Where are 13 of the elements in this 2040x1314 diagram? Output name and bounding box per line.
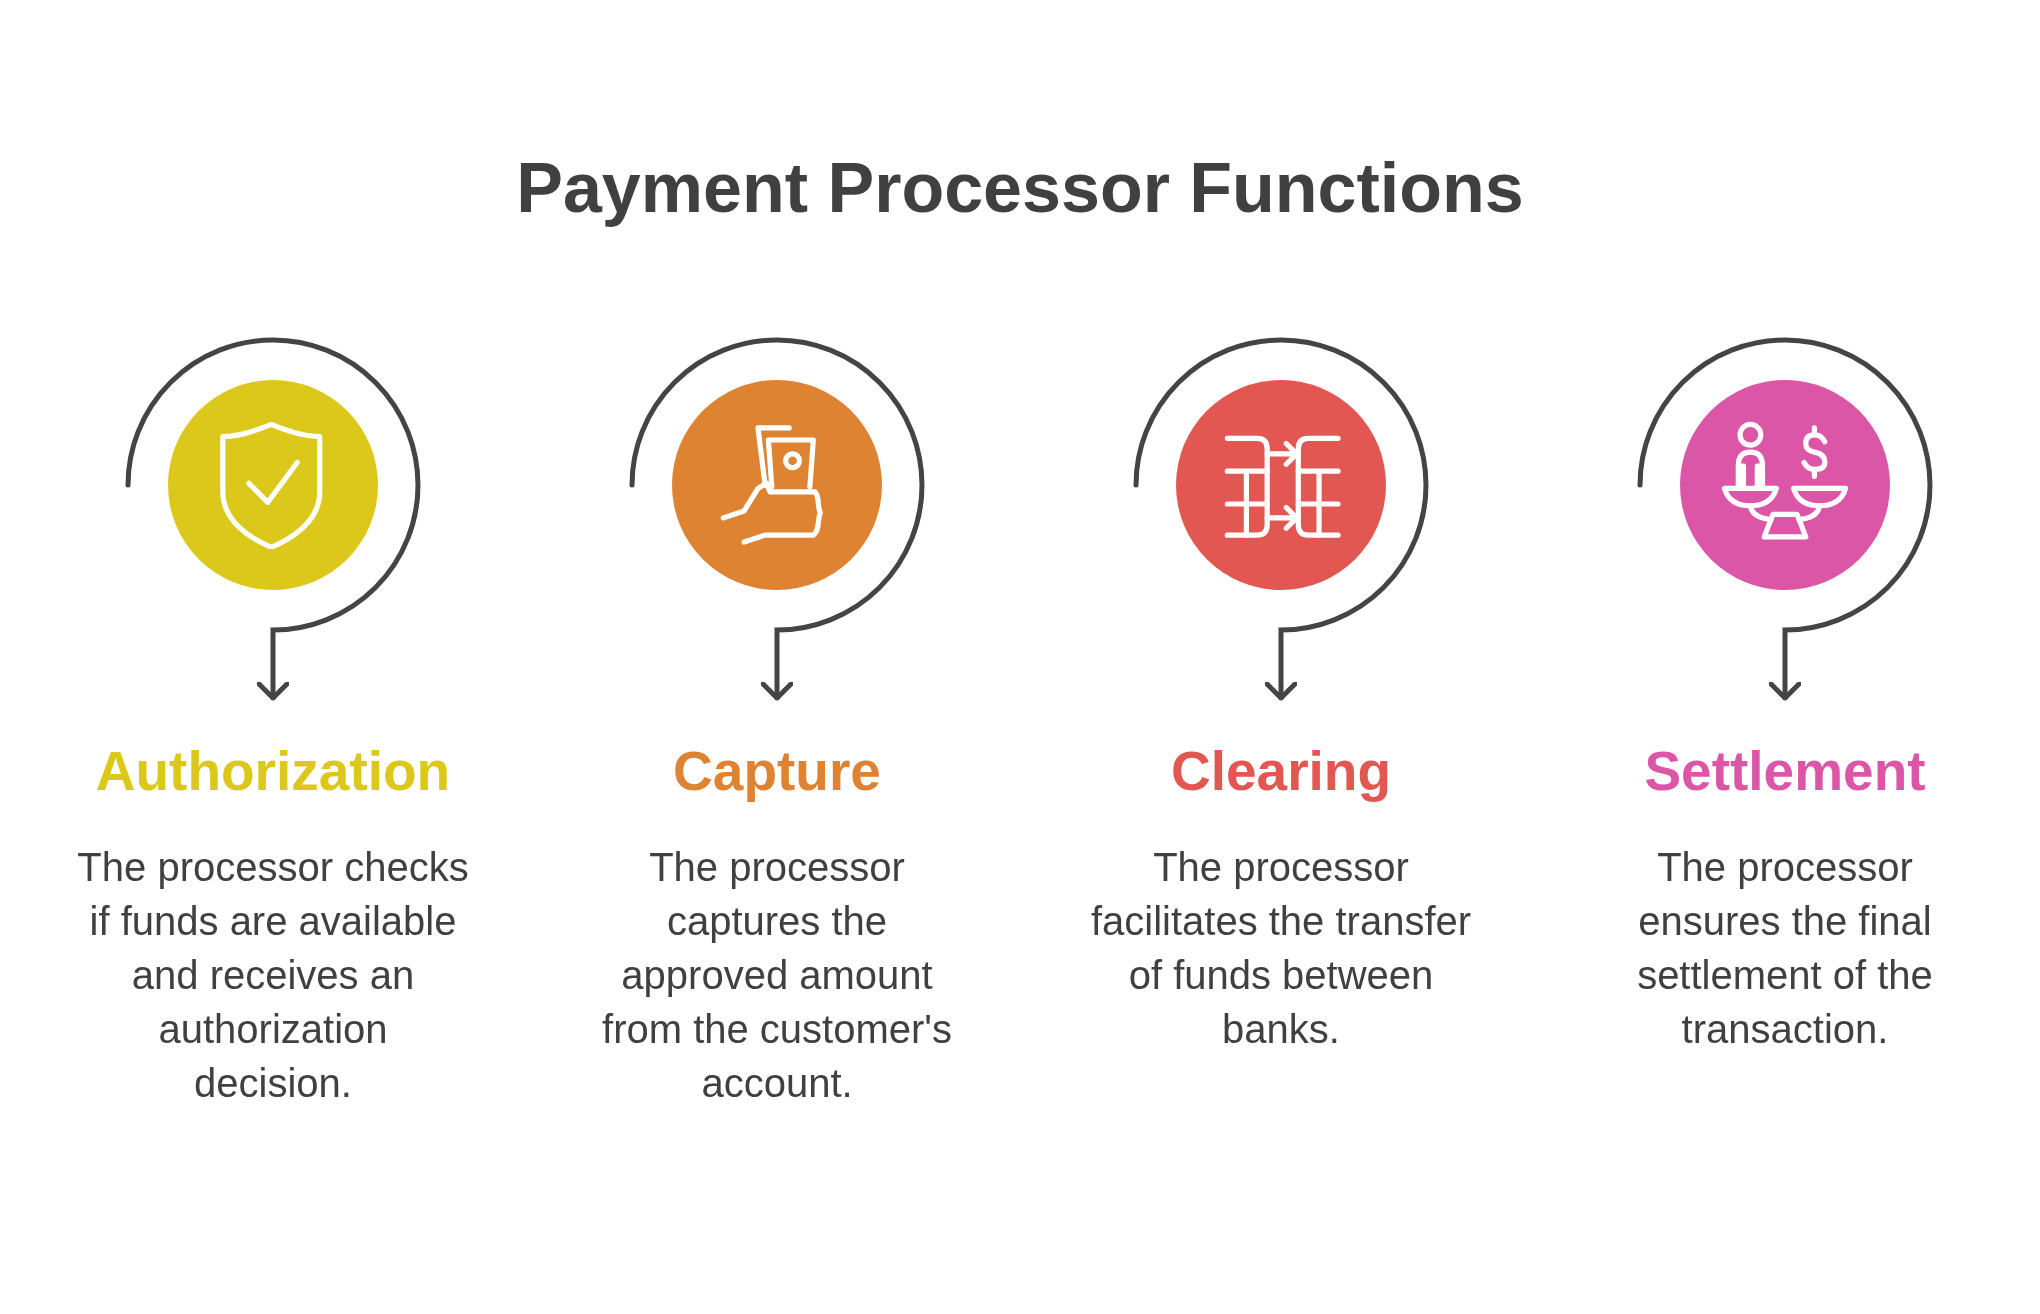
step-description: The processor ensures the final settlement of the transaction. — [1636, 844, 1934, 1053]
step-heading: Authorization — [95, 739, 451, 804]
step-heading: Settlement — [1644, 739, 1926, 804]
curved-arrow — [1133, 337, 1429, 701]
step-heading: Capture — [673, 739, 881, 804]
curved-arrow — [629, 337, 925, 701]
curved-arrow — [1637, 337, 1933, 701]
step-description: The processor facilitates the transfer of funds between banks. — [1089, 844, 1473, 1053]
step-description: The processor checks if funds are available and receives an authorization decision. — [76, 844, 470, 1107]
curved-arrow — [125, 337, 421, 701]
step-heading: Clearing — [1170, 739, 1392, 804]
step-description: The processor captures the approved amount from the customer's account. — [601, 844, 953, 1107]
diagram-title: Payment Processor Functions — [515, 150, 1525, 227]
